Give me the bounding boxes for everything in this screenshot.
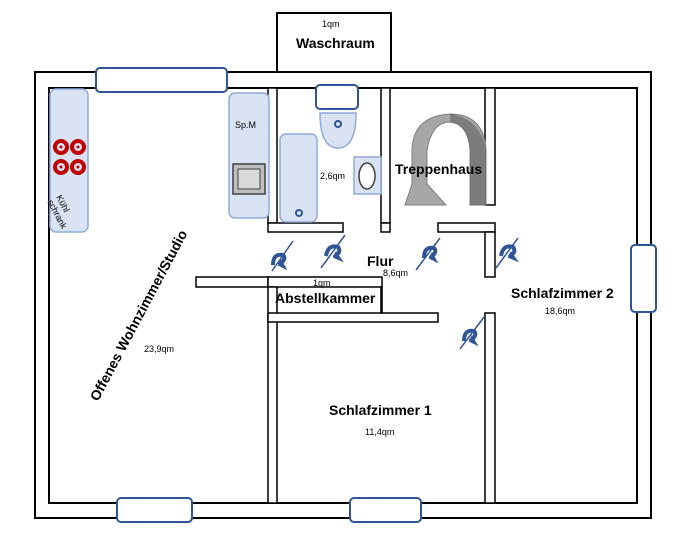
abstellkammer-name: Abstellkammer bbox=[275, 290, 376, 306]
schlafzimmer2-name: Schlafzimmer 2 bbox=[511, 285, 614, 301]
window-right bbox=[630, 244, 657, 313]
schlafzimmer2-area: 18,6qm bbox=[545, 306, 575, 316]
schlafzimmer1-area: 11,4qm bbox=[365, 427, 394, 437]
dishwasher-cabinet: Sp.M bbox=[228, 92, 270, 219]
wohnzimmer-name: Offenes Wohnzimmer/Studio bbox=[87, 227, 191, 403]
bathtub-icon bbox=[279, 133, 318, 223]
door-arrow-icon bbox=[495, 237, 519, 269]
door-arrow-icon bbox=[415, 237, 441, 271]
waschraum-name: Waschraum bbox=[296, 35, 375, 51]
dishwasher-label: Sp.M bbox=[235, 120, 256, 130]
hotplate-icon bbox=[53, 139, 86, 175]
door-arrow-icon bbox=[459, 316, 485, 350]
bad-area: 2,6qm bbox=[320, 171, 345, 181]
window-bottom-center bbox=[349, 497, 422, 523]
toilet-icon bbox=[319, 112, 357, 149]
staircase-arrow-icon bbox=[404, 113, 487, 206]
window-bath bbox=[315, 84, 359, 110]
waschraum-area: 1qm bbox=[322, 19, 340, 29]
door-arrows bbox=[271, 234, 519, 350]
treppenhaus-name: Treppenhaus bbox=[395, 161, 482, 177]
window-bottom-left bbox=[116, 497, 193, 523]
schlafzimmer1-name: Schlafzimmer 1 bbox=[329, 402, 432, 418]
door-arrow-icon bbox=[320, 234, 346, 269]
abstellkammer-area: 1qm bbox=[313, 278, 331, 288]
window-top-left bbox=[95, 67, 228, 93]
windows bbox=[95, 67, 657, 523]
flur-name: Flur bbox=[367, 253, 394, 269]
flur-area: 8,6qm bbox=[383, 268, 408, 278]
sink-icon bbox=[353, 156, 382, 195]
door-arrow-icon bbox=[271, 240, 294, 272]
wohnzimmer-area: 23,9qm bbox=[144, 344, 174, 354]
kitchen-counter: Kühl schrank bbox=[45, 88, 89, 233]
interior-walls bbox=[195, 87, 496, 504]
